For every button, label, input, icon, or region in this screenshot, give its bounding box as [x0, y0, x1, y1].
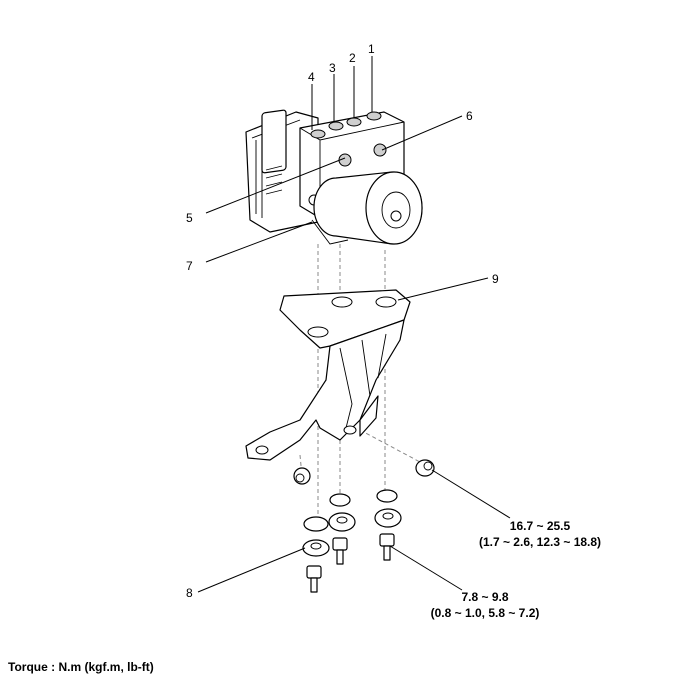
callout-3: 3 [329, 61, 336, 75]
torque-spec-nut: 16.7 ~ 25.5 (1.7 ~ 2.6, 12.3 ~ 18.8) [479, 519, 601, 549]
bolt-center [332, 537, 348, 565]
torque-spec-bolt: 7.8 ~ 9.8 (0.8 ~ 1.0, 5.8 ~ 7.2) [431, 590, 540, 620]
abs-bracket [245, 289, 411, 461]
callout-1: 1 [368, 42, 375, 56]
torque-bolt-alt: (0.8 ~ 1.0, 5.8 ~ 7.2) [431, 606, 540, 620]
leader-lines [197, 56, 511, 593]
fasteners [293, 459, 435, 593]
grommet-stack-center [328, 493, 356, 532]
torque-nut-alt: (1.7 ~ 2.6, 12.3 ~ 18.8) [479, 535, 601, 549]
bolt-right [379, 533, 395, 561]
torque-bolt-nm: 7.8 ~ 9.8 [461, 590, 508, 604]
callout-7: 7 [186, 259, 193, 273]
callout-5: 5 [186, 211, 193, 225]
abs-hcu-assembly [245, 109, 423, 245]
callout-4: 4 [308, 70, 315, 84]
grommet-stack-left [302, 516, 330, 557]
nut-right [415, 459, 435, 477]
callout-6: 6 [466, 109, 473, 123]
torque-nut-nm: 16.7 ~ 25.5 [510, 519, 571, 533]
torque-unit-note: Torque : N.m (kgf.m, lb-ft) [8, 660, 154, 674]
grommet-stack-right [374, 489, 402, 528]
callout-8: 8 [186, 586, 193, 600]
bolt-left [306, 565, 322, 593]
nut-left [293, 467, 311, 485]
callout-2: 2 [349, 51, 356, 65]
callout-numbers: 1 2 3 4 5 6 7 8 9 [186, 42, 499, 600]
callout-9: 9 [492, 272, 499, 286]
